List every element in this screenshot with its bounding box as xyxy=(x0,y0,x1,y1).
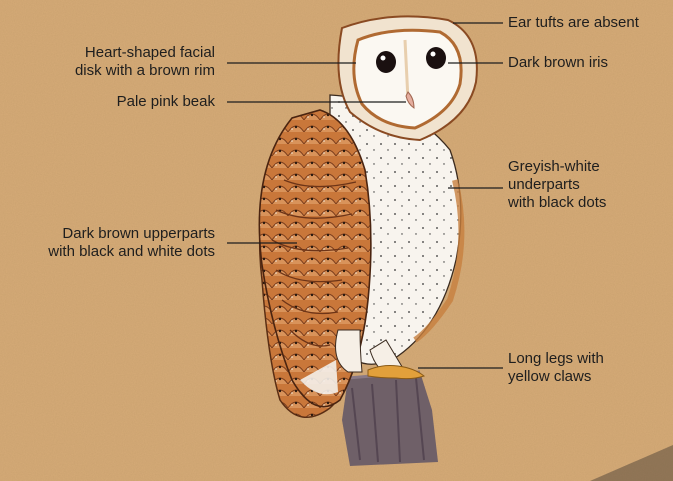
label-underparts-line2: underparts xyxy=(508,176,606,194)
right-eye xyxy=(426,47,446,69)
label-legs: Long legs with yellow claws xyxy=(508,350,604,386)
label-facial-disk-line2: disk with a brown rim xyxy=(30,62,215,80)
label-facial-disk-line1: Heart-shaped facial xyxy=(30,44,215,62)
left-eye xyxy=(376,51,396,73)
label-underparts: Greyish-white underparts with black dots xyxy=(508,158,606,212)
label-iris-text: Dark brown iris xyxy=(508,54,608,72)
label-legs-line1: Long legs with xyxy=(508,350,604,368)
label-legs-line2: yellow claws xyxy=(508,368,604,386)
label-upperparts: Dark brown upperparts with black and whi… xyxy=(0,225,215,261)
label-underparts-line1: Greyish-white xyxy=(508,158,606,176)
label-upperparts-line1: Dark brown upperparts xyxy=(0,225,215,243)
tree-stump xyxy=(342,372,438,466)
label-ear-tufts: Ear tufts are absent xyxy=(508,14,639,32)
label-upperparts-line2: with black and white dots xyxy=(0,243,215,261)
label-ear-tufts-text: Ear tufts are absent xyxy=(508,14,639,32)
label-facial-disk: Heart-shaped facial disk with a brown ri… xyxy=(30,44,215,80)
label-iris: Dark brown iris xyxy=(508,54,608,72)
label-beak: Pale pink beak xyxy=(30,93,215,111)
label-beak-text: Pale pink beak xyxy=(30,93,215,111)
label-underparts-line3: with black dots xyxy=(508,194,606,212)
